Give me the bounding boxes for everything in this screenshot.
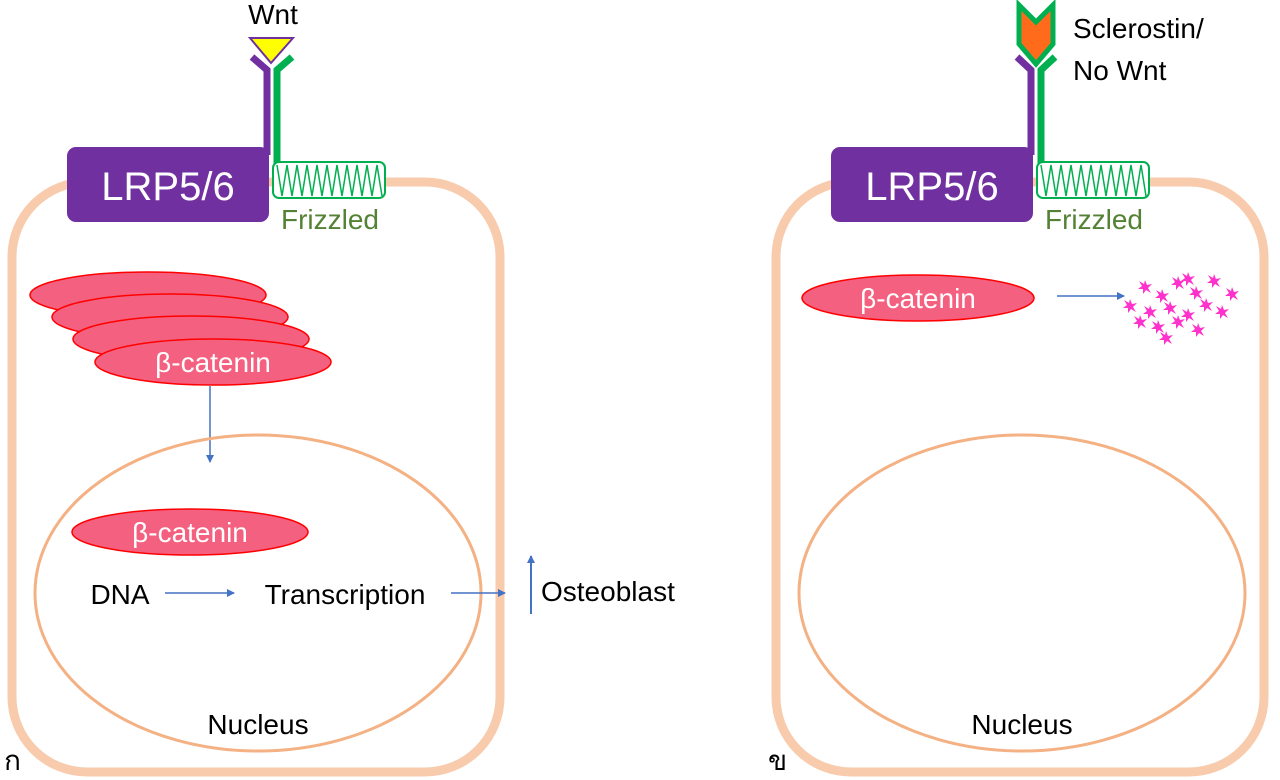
- beta-catenin-nuclear: [71, 508, 309, 556]
- cell-membrane: [7, 177, 505, 777]
- wnt-ligand: [247, 37, 296, 65]
- panel-b: Sclerostin/ No Wnt Frizzled LRP5/6 β-cat…: [768, 0, 1269, 777]
- panel-a: Wnt Frizzled LRP5/6 β-catenin β-catenin …: [4, 0, 675, 777]
- lrp-label: LRP5/6: [865, 165, 998, 209]
- frizzled-receptor-stalk: [273, 54, 295, 168]
- sclerostin-label-line2: No Wnt: [1073, 55, 1167, 86]
- transcription-label: Transcription: [265, 579, 426, 610]
- beta-catenin-label: β-catenin: [860, 283, 976, 314]
- lrp-receptor-stalk: [1014, 54, 1035, 155]
- beta-catenin-cytoplasm: [94, 338, 332, 386]
- dna-label: DNA: [90, 579, 149, 610]
- beta-catenin-cytoplasm-label: β-catenin: [155, 347, 271, 378]
- nucleus-label: Nucleus: [207, 709, 308, 740]
- frizzled-label: Frizzled: [281, 204, 379, 235]
- sclerostin-label-line1: Sclerostin/: [1073, 13, 1204, 44]
- lrp-label: LRP5/6: [101, 165, 234, 209]
- panel-a-letter: ก: [4, 745, 21, 776]
- panel-b-letter: ข: [768, 745, 787, 776]
- lrp-box: [831, 147, 1033, 222]
- wnt-label: Wnt: [248, 0, 298, 30]
- beta-catenin: [801, 274, 1035, 322]
- frizzled-receptor-stalk: [1037, 54, 1058, 168]
- sclerostin-ligand: [1016, 0, 1056, 68]
- beta-catenin-nuclear-label: β-catenin: [132, 517, 248, 548]
- cell-membrane: [771, 177, 1269, 777]
- osteoblast-label: Osteoblast: [541, 576, 675, 607]
- lrp-receptor-stalk: [249, 54, 271, 155]
- frizzled-label: Frizzled: [1045, 204, 1143, 235]
- frizzled-coil: [272, 161, 386, 199]
- frizzled-coil: [1036, 161, 1150, 199]
- lrp-box: [67, 147, 269, 222]
- beta-catenin-stack: [29, 271, 332, 386]
- nucleus-label: Nucleus: [971, 709, 1072, 740]
- nucleus: [797, 433, 1247, 753]
